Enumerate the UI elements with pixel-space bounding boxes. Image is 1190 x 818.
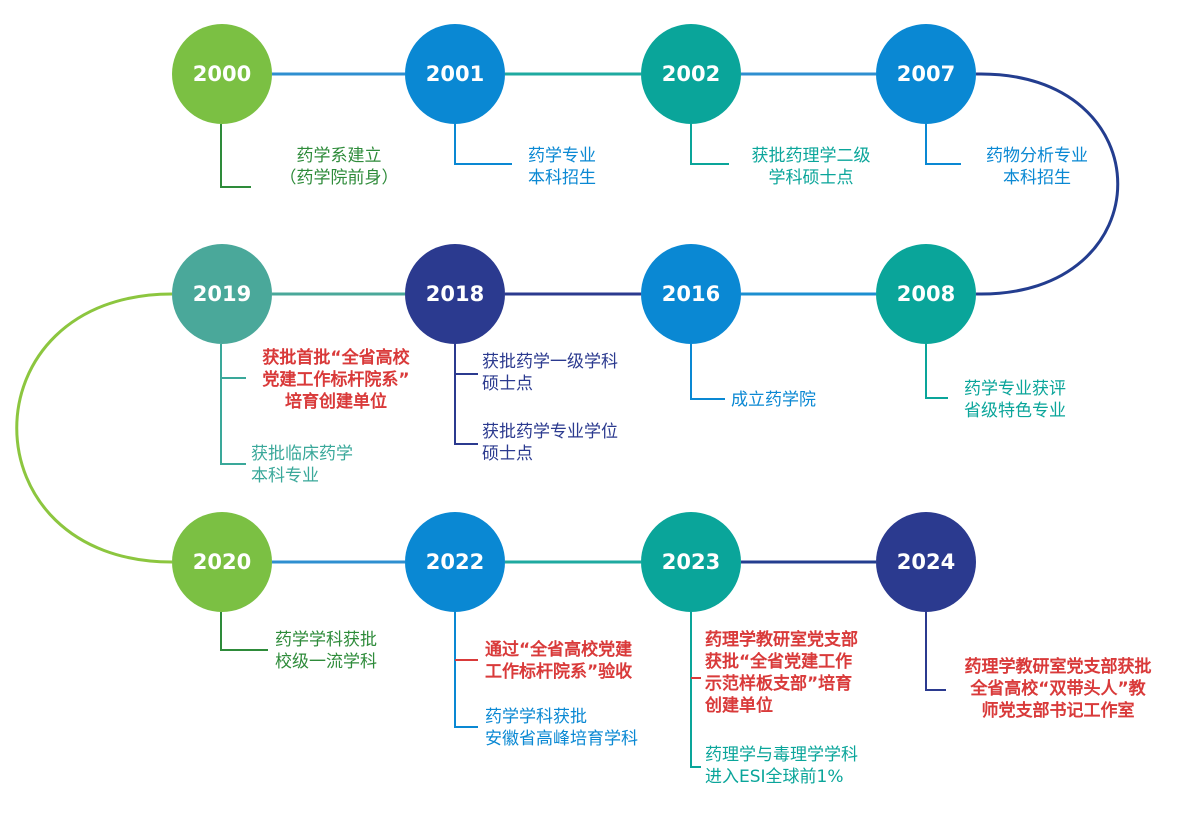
- event-2024-1: 药理学教研室党支部获批 全省高校“双带头人”教 师党支部书记工作室: [964, 657, 1152, 721]
- event-2001-1: 药学专业 本科招生: [528, 146, 596, 188]
- year-node-2002: 2002: [641, 24, 741, 124]
- event-2016-1: 成立药学院: [731, 390, 816, 410]
- event-2023-1: 药理学教研室党支部 获批“全省党建工作 示范样板支部”培育 创建单位: [705, 630, 858, 716]
- year-node-2023: 2023: [641, 512, 741, 612]
- year-node-2001: 2001: [405, 24, 505, 124]
- year-node-2008: 2008: [876, 244, 976, 344]
- event-2008-1: 药学专业获评 省级特色专业: [964, 379, 1066, 421]
- event-2022-2: 药学学科获批 安徽省高峰培育学科: [485, 707, 638, 749]
- event-2002-1: 获批药理学二级 学科硕士点: [751, 146, 871, 188]
- year-node-2016: 2016: [641, 244, 741, 344]
- year-node-2024: 2024: [876, 512, 976, 612]
- event-2020-1: 药学学科获批 校级一流学科: [275, 630, 377, 672]
- event-2019-1: 获批首批“全省高校 党建工作标杆院系” 培育创建单位: [262, 348, 410, 412]
- year-node-2000: 2000: [172, 24, 272, 124]
- event-2022-1: 通过“全省高校党建 工作标杆院系”验收: [485, 640, 633, 682]
- event-2018-2: 获批药学专业学位 硕士点: [482, 422, 618, 464]
- year-node-2020: 2020: [172, 512, 272, 612]
- year-node-2018: 2018: [405, 244, 505, 344]
- event-2000-1: 药学系建立 （药学院前身）: [279, 146, 399, 188]
- year-node-2019: 2019: [172, 244, 272, 344]
- event-2018-1: 获批药学一级学科 硕士点: [482, 352, 618, 394]
- event-2007-1: 药物分析专业 本科招生: [986, 146, 1088, 188]
- year-node-2022: 2022: [405, 512, 505, 612]
- event-2023-2: 药理学与毒理学学科 进入ESI全球前1%: [705, 745, 858, 787]
- event-2019-2: 获批临床药学 本科专业: [251, 444, 353, 486]
- year-node-2007: 2007: [876, 24, 976, 124]
